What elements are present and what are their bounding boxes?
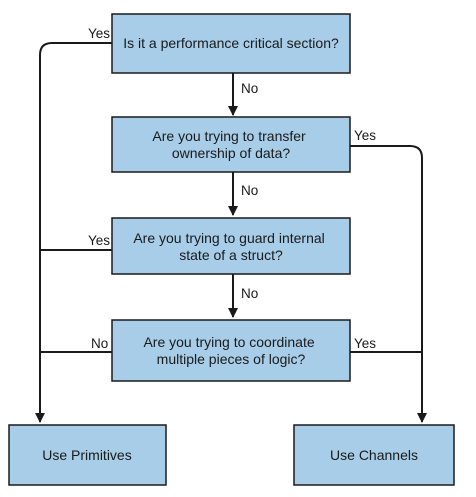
edge-q2-yes — [350, 145, 427, 423]
node-line: state of a struct? — [179, 247, 283, 263]
node-q3: Are you trying to guard internal state o… — [111, 217, 351, 275]
edge-label-q1-no: No — [241, 81, 258, 96]
edge-label-q3-yes: Yes — [88, 233, 110, 248]
node-box — [293, 424, 455, 486]
node-use-channels: Use Channels — [293, 424, 455, 486]
edge-q1-yes — [35, 42, 112, 423]
node-q1: Is it a performance critical section? — [111, 13, 351, 74]
node-q2: Are you trying to transfer ownership of … — [111, 116, 351, 173]
edge-label-q3-no: No — [241, 286, 258, 301]
edge-label-q1-yes: Yes — [88, 26, 110, 41]
edge-labels: Yes No Yes No Yes No No Yes — [88, 26, 376, 351]
node-text: Use Channels — [330, 447, 418, 463]
node-box — [111, 217, 351, 275]
node-line: Use Primitives — [42, 447, 131, 463]
node-text: Are you trying to transfer ownership of … — [152, 128, 309, 161]
node-box — [111, 116, 351, 173]
node-line: Use Channels — [330, 447, 418, 463]
node-q4: Are you trying to coordinate multiple pi… — [111, 319, 351, 382]
edge-label-q2-yes: Yes — [354, 128, 376, 143]
node-text: Is it a performance critical section? — [123, 35, 339, 51]
node-text: Use Primitives — [42, 447, 131, 463]
connectors — [35, 42, 427, 423]
node-line: Are you trying to transfer — [152, 128, 306, 144]
node-use-primitives: Use Primitives — [8, 424, 167, 486]
node-line: ownership of data? — [172, 145, 291, 161]
node-box — [111, 319, 351, 382]
node-box — [8, 424, 167, 486]
edge-label-q4-no: No — [91, 336, 108, 351]
node-line: multiple pieces of logic? — [157, 351, 306, 367]
node-line: Are you trying to coordinate — [143, 334, 314, 350]
edge-label-q2-no: No — [241, 183, 258, 198]
node-text: Are you trying to guard internal state o… — [133, 230, 328, 263]
node-line: Are you trying to guard internal — [133, 230, 324, 246]
edge-label-q4-yes: Yes — [354, 336, 376, 351]
node-box — [111, 13, 351, 74]
node-text: Are you trying to coordinate multiple pi… — [143, 334, 318, 367]
node-line: Is it a performance critical section? — [123, 35, 339, 51]
